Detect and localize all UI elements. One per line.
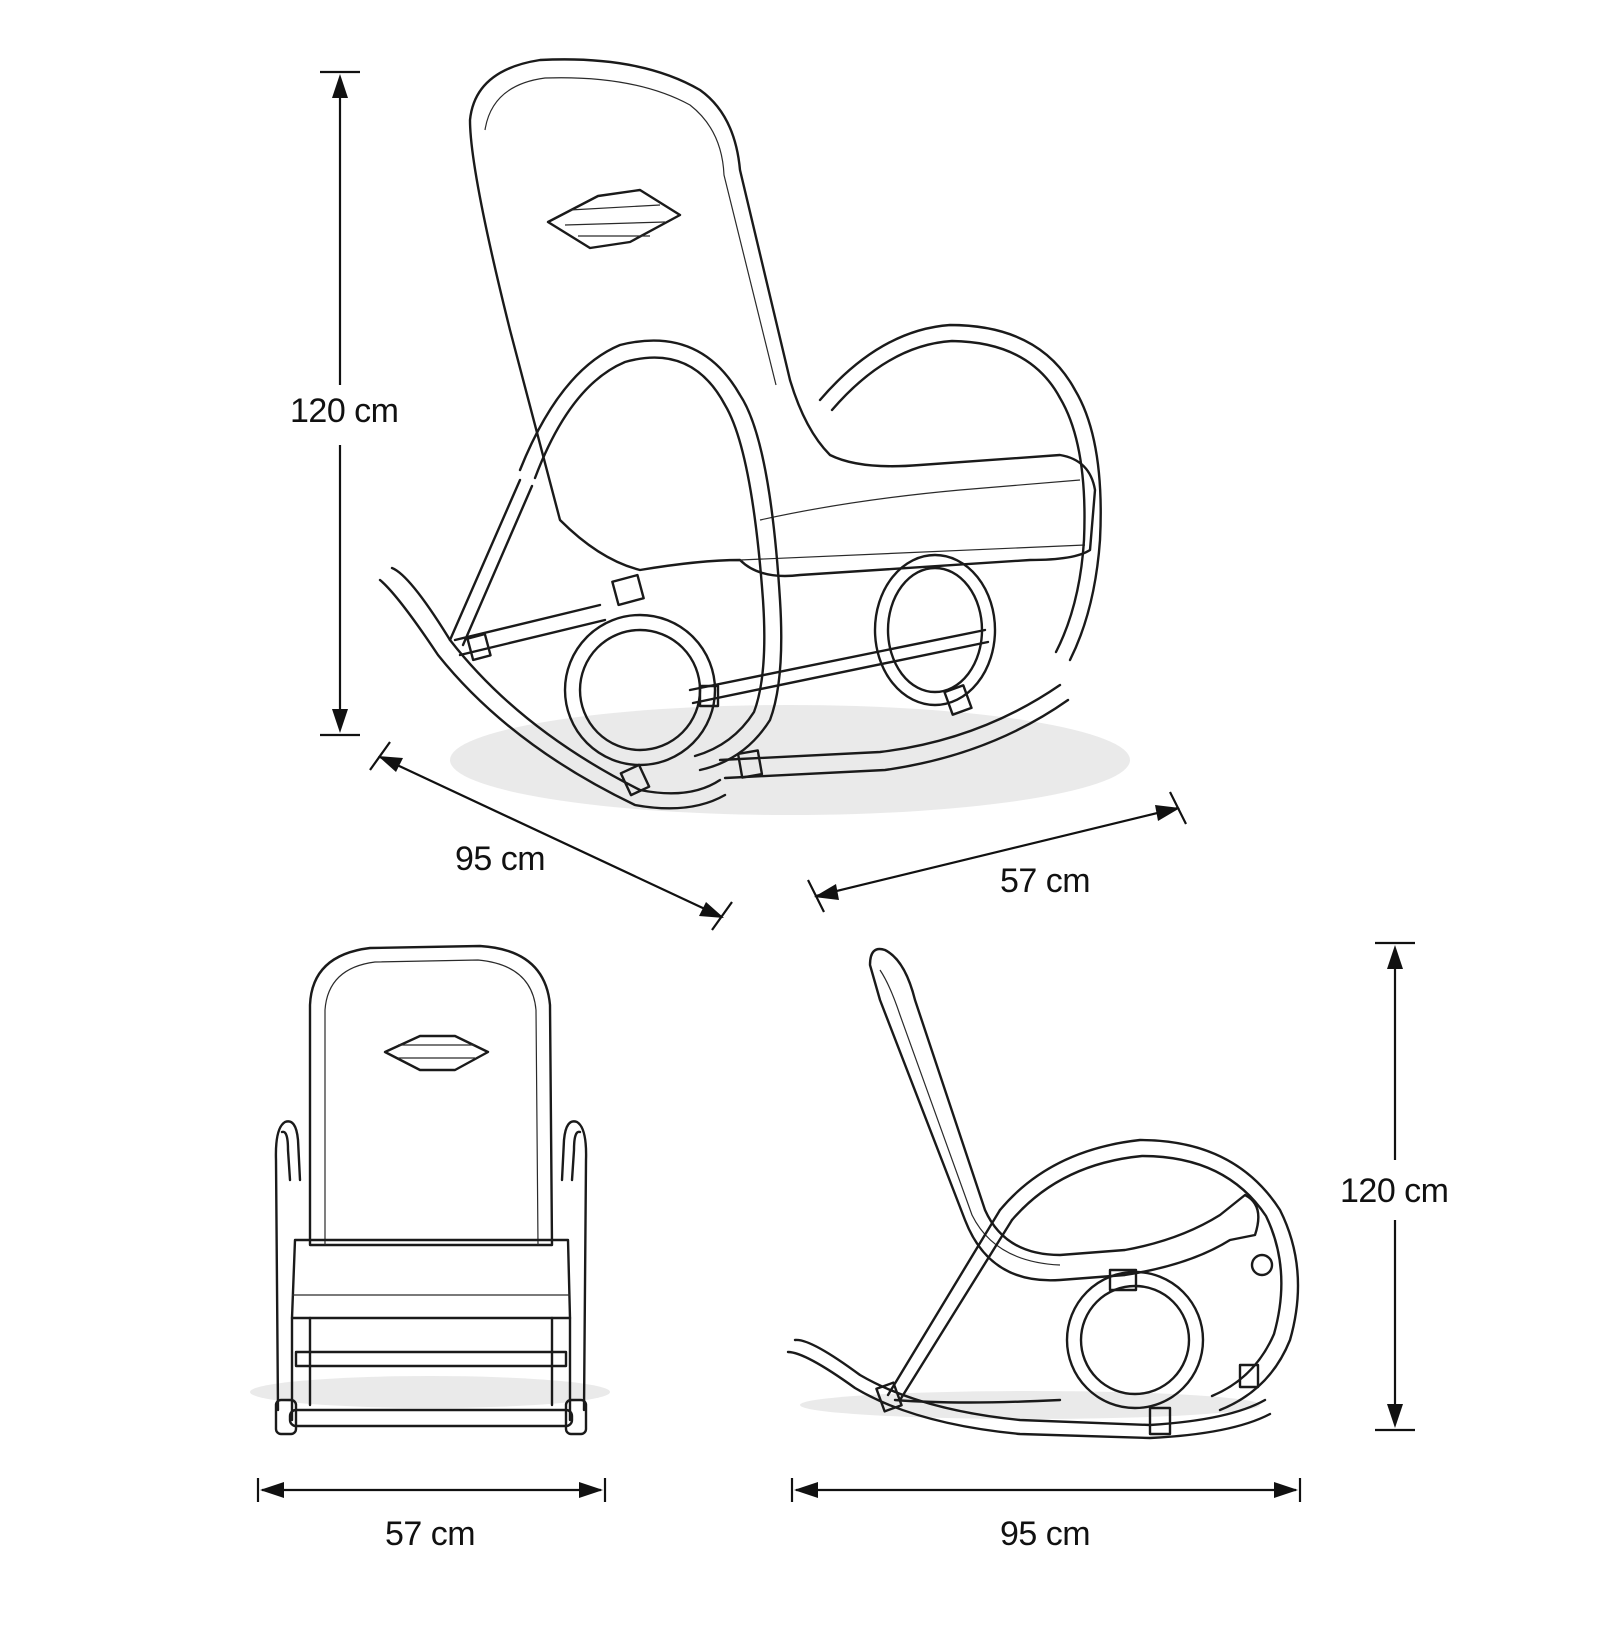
side-view-chair [786, 947, 1300, 1440]
weave-diamond-motif [546, 188, 682, 250]
front-view-chair [250, 944, 610, 1436]
side-depth-label: 95 cm [1000, 1515, 1091, 1553]
side-depth-dimension [790, 1478, 1302, 1502]
iso-width-label: 57 cm [1000, 862, 1091, 900]
iso-width-dimension [807, 791, 1187, 913]
side-height-dimension [1375, 941, 1415, 1432]
iso-height-dimension [320, 70, 360, 737]
iso-height-label: 120 cm [290, 392, 399, 430]
iso-depth-label: 95 cm [455, 840, 546, 878]
front-width-label: 57 cm [385, 1515, 476, 1553]
iso-view-chair [378, 58, 1130, 815]
iso-depth-dimension [369, 741, 733, 931]
front-weave-diamond-motif [383, 1034, 490, 1072]
side-height-label: 120 cm [1340, 1172, 1449, 1210]
front-width-dimension [256, 1478, 607, 1502]
